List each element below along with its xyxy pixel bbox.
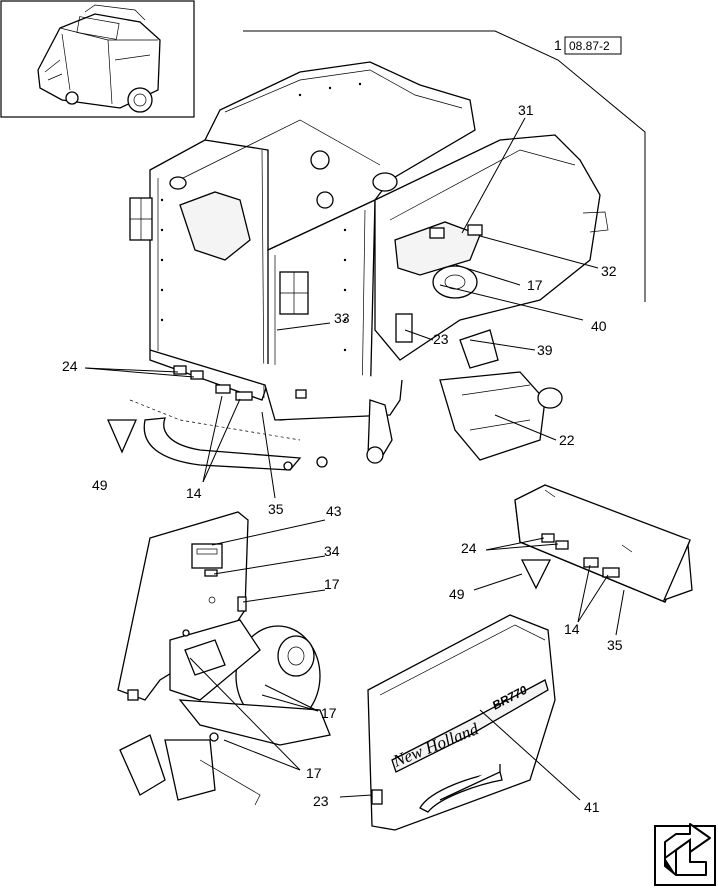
side-shield-assembly: New Holland BR770 — [367, 614, 556, 831]
callout-labels: 31 32 17 40 33 23 39 24 22 49 14 35 43 3… — [62, 102, 623, 815]
callout-23: 23 — [433, 331, 449, 347]
reference-code: 08.87-2 — [569, 39, 610, 53]
callout-14: 14 — [564, 621, 580, 637]
overview-thumbnail — [0, 0, 195, 118]
callout-24: 24 — [62, 358, 78, 374]
callout-24: 24 — [461, 540, 477, 556]
side-panel-pulley-assembly — [117, 511, 331, 806]
callout-17: 17 — [527, 277, 543, 293]
top-cover-assembly — [514, 484, 693, 603]
reference-tag: 1 08.87-2 — [243, 30, 646, 302]
callout-32: 32 — [601, 263, 617, 279]
next-page-arrow-icon[interactable] — [654, 823, 716, 886]
callout-43: 43 — [326, 503, 342, 519]
brand-decal-swoosh — [391, 679, 549, 773]
callout-17: 17 — [321, 705, 337, 721]
callout-35: 35 — [268, 501, 284, 517]
callout-39: 39 — [537, 342, 553, 358]
callout-40: 40 — [591, 318, 607, 334]
callout-22: 22 — [559, 432, 575, 448]
callout-14: 14 — [186, 485, 202, 501]
callout-17: 17 — [306, 765, 322, 781]
main-baler-assembly — [129, 61, 609, 471]
reference-index: 1 — [554, 37, 562, 53]
callout-41: 41 — [584, 799, 600, 815]
callout-33: 33 — [334, 310, 350, 326]
callout-17: 17 — [324, 576, 340, 592]
callout-23: 23 — [313, 793, 329, 809]
baler-thumbnail-drawing — [37, 4, 161, 113]
reflector-49-bottom — [520, 559, 552, 590]
callout-35: 35 — [607, 637, 623, 653]
callout-49: 49 — [449, 586, 465, 602]
callout-49: 49 — [92, 477, 108, 493]
callout-34: 34 — [324, 543, 340, 559]
callout-31: 31 — [518, 102, 534, 118]
reflector-49-top — [107, 419, 137, 454]
leader-lines — [84, 117, 625, 801]
